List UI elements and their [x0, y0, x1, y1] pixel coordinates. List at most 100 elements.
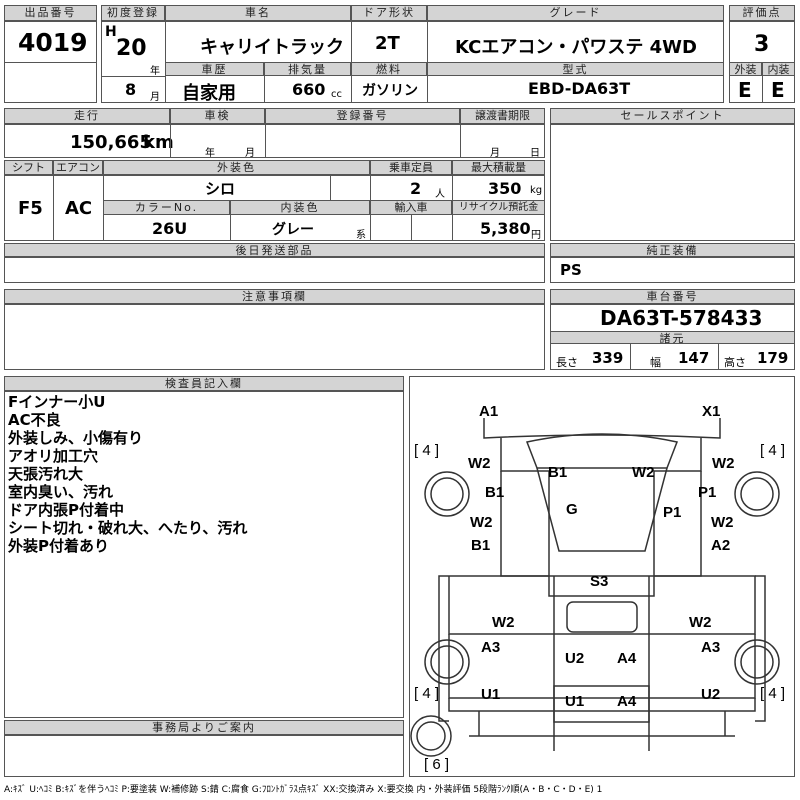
inspector-box: [4, 391, 404, 718]
reg-month-unit: 月: [150, 92, 160, 103]
width-label: 幅: [650, 356, 661, 369]
header-lot-no: 出品番号: [4, 5, 97, 21]
door-type: 2T: [375, 33, 400, 54]
legend: A:ｷｽﾞ U:ﾍｺﾐ B:ｷｽﾞを伴うﾍｺﾐ P:要塗装 W:補修跡 S:錆 …: [4, 785, 603, 795]
header-caution: 注意事項欄: [4, 289, 545, 304]
fuel-value: ガソリン: [362, 83, 418, 99]
code-a4-c2: A4: [617, 693, 637, 710]
interior-grade: E: [771, 78, 785, 102]
max-load-value: 350: [488, 179, 522, 198]
front-bumper: [483, 418, 721, 439]
note-line: アオリ加工穴: [8, 447, 99, 465]
code-b4-tr: [ 4 ]: [760, 442, 786, 459]
wheel-rl: [424, 639, 470, 685]
code-u2-c: U2: [565, 650, 585, 667]
bed-middle: [448, 634, 756, 699]
header-color-no: カラーNo.: [103, 200, 230, 215]
code-w2-bl: W2: [492, 614, 515, 631]
code-w2-br: W2: [689, 614, 712, 631]
note-line: 外装P付着あり: [8, 537, 109, 555]
wheel-spare: [410, 715, 452, 757]
code-b1-top: B1: [548, 464, 568, 481]
note-line: 天張汚れ大: [8, 465, 84, 483]
code-w2-top: W2: [632, 464, 655, 481]
code-w2-fr: W2: [712, 455, 735, 472]
sales-point-box: [550, 124, 795, 241]
note-line: 室内臭い、汚れ: [8, 483, 114, 501]
code-a2-r: A2: [711, 537, 731, 554]
code-b4-bl: [ 4 ]: [414, 685, 440, 702]
mileage-row: [4, 124, 545, 158]
left-gate: [438, 575, 449, 722]
code-p1-r: P1: [698, 484, 717, 501]
note-line: AC不良: [8, 411, 61, 429]
cab-outline: [500, 438, 702, 597]
note-line: シート切れ・破れ大、へたり、汚れ: [8, 519, 248, 537]
shift-value: F5: [18, 198, 43, 219]
header-recycle: リサイクル預託金: [452, 200, 545, 215]
transfer-month-unit: 月: [490, 148, 500, 159]
header-genuine: 純正装備: [550, 243, 795, 257]
displacement-unit: cc: [331, 89, 342, 100]
wheel-fl: [424, 471, 470, 517]
header-aircon: エアコン: [53, 160, 103, 175]
header-shift: シフト: [4, 160, 53, 175]
displacement-value: 660: [292, 80, 326, 99]
code-g: G: [566, 501, 578, 518]
bed-tail-rail: [448, 698, 756, 712]
code-a3-l: A3: [481, 639, 501, 656]
wheel-rr: [734, 639, 780, 685]
height-value: 179: [757, 349, 789, 367]
width-value: 147: [678, 349, 710, 367]
rating-value: 3: [754, 32, 770, 57]
header-car-name: 車名: [165, 5, 351, 21]
int-color-value: グレー: [272, 222, 314, 238]
bed-rear-panel: [553, 685, 650, 723]
header-inspection: 車検: [170, 108, 265, 124]
ext-color-value: シロ: [205, 180, 236, 198]
header-exterior: 外装: [729, 62, 762, 76]
code-u2-r: U2: [701, 686, 721, 703]
header-inspector: 検査員記入欄: [4, 376, 404, 391]
header-specs: 諸元: [550, 331, 795, 345]
code-x1: X1: [702, 403, 721, 420]
header-later-parts: 後日発送部品: [4, 243, 545, 257]
header-model: 型式: [427, 62, 724, 76]
note-line: Fインナー小U: [8, 393, 106, 411]
lot-no: 4019: [18, 28, 88, 57]
chassis-value: DA63T-578433: [600, 306, 763, 330]
header-capacity: 乗車定員: [370, 160, 452, 175]
header-ext-color: 外装色: [103, 160, 370, 175]
header-transfer: 譲渡書期限: [460, 108, 545, 124]
header-reg-no: 登録番号: [265, 108, 460, 124]
code-a4-c: A4: [617, 650, 637, 667]
code-u1-c: U1: [565, 693, 585, 710]
recycle-value: 5,380: [480, 219, 531, 238]
grade: KCエアコン・パワステ 4WD: [455, 37, 697, 58]
code-b4-tl: [ 4 ]: [414, 442, 440, 459]
model-value: EBD-DA63T: [528, 79, 631, 98]
exterior-grade: E: [738, 78, 752, 102]
reg-era: H: [105, 24, 117, 40]
right-door: [654, 471, 702, 577]
windshield: [525, 433, 679, 469]
header-history: 車歴: [165, 62, 264, 76]
damage-diagram: [409, 376, 795, 777]
code-s3: S3: [590, 573, 609, 590]
code-p1-c: P1: [663, 504, 682, 521]
code-b1-l2: B1: [471, 537, 491, 554]
header-office: 事務局よりご案内: [4, 720, 404, 735]
rear-posts: [478, 711, 726, 736]
header-int-color: 内装色: [230, 200, 370, 215]
header-import: 輸入車: [370, 200, 452, 215]
office-box: [4, 735, 404, 777]
note-line: ドア内張P付着中: [8, 501, 124, 519]
wheel-fr: [734, 471, 780, 517]
max-load-unit: kg: [530, 185, 543, 196]
code-w2-fl: W2: [468, 455, 491, 472]
header-chassis: 車台番号: [550, 289, 795, 304]
header-interior: 内装: [762, 62, 795, 76]
header-door: ドア形状: [351, 5, 427, 21]
genuine-value: PS: [560, 261, 582, 279]
cab-roof: [536, 467, 668, 552]
